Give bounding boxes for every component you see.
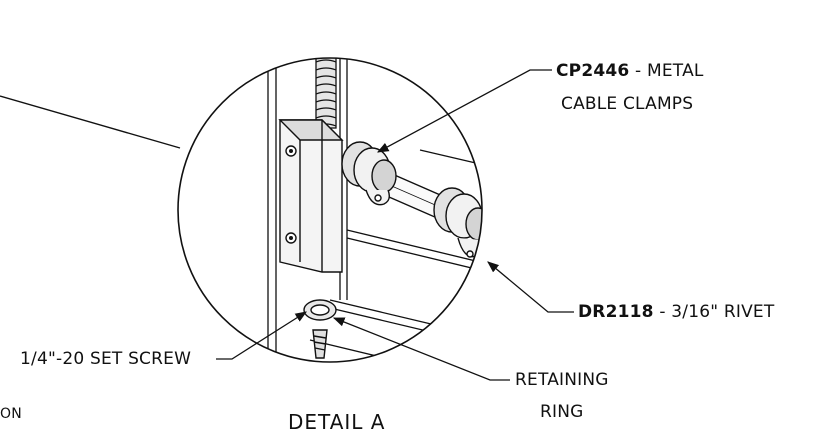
rivet-desc: - 3/16" RIVET — [653, 302, 775, 322]
set-screw-label: 1/4"-20 SET SCREW — [20, 349, 192, 369]
clamps-desc: - METAL — [629, 61, 704, 81]
mounting-bracket — [278, 119, 344, 273]
rivet-label: DR2118 - 3/16" RIVET — [578, 302, 774, 322]
partial-left-text: ON — [0, 406, 22, 422]
flexible-conduit — [315, 58, 337, 129]
cable-clamp-upper — [341, 141, 397, 206]
clamps-label-line1: CP2446 - METAL — [556, 61, 704, 81]
set-screw-leader — [216, 311, 307, 360]
retaining-ring-leader — [332, 317, 510, 381]
rivet-leader — [487, 261, 574, 313]
cable-clamp-lower — [433, 187, 482, 258]
clamps-label-line2: CABLE CLAMPS — [561, 94, 694, 114]
retaining-ring-label-line2: RING — [540, 402, 584, 422]
detail-contents — [267, 58, 482, 362]
clamps-part-number: CP2446 — [556, 61, 630, 81]
detail-circle — [177, 57, 483, 363]
detail-title: DETAIL A — [288, 410, 386, 434]
rivet-part-number: DR2118 — [578, 302, 654, 322]
retaining-ring-label-line1: RETAINING — [515, 370, 609, 390]
detail-leader-line — [0, 95, 181, 149]
set-screw-assembly — [303, 299, 337, 359]
clamps-leader — [376, 69, 552, 153]
